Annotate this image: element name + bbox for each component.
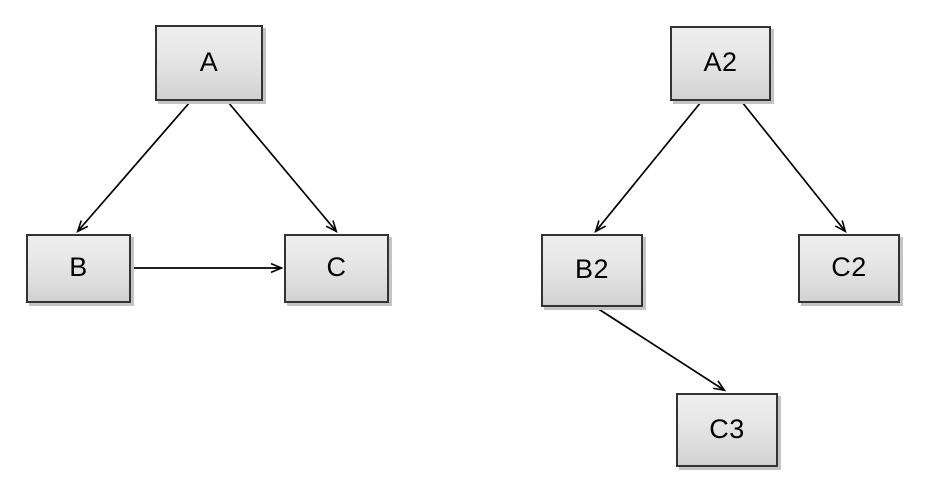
node-c-label: C (326, 252, 347, 282)
node-a2-label: A2 (703, 47, 738, 77)
edge-b2-to-c3 (596, 307, 724, 390)
node-b-label: B (69, 252, 88, 282)
node-c2[interactable]: C2 (798, 234, 900, 303)
node-b2-label: B2 (574, 254, 610, 284)
node-c3[interactable]: C3 (676, 393, 778, 467)
node-a-label: A (199, 46, 219, 77)
node-c2-label: C2 (831, 252, 867, 282)
edge-a2-to-b2 (596, 101, 702, 231)
edge-a2-to-c2 (741, 101, 845, 231)
edge-a-to-b (78, 101, 191, 231)
node-b2[interactable]: B2 (541, 234, 643, 307)
node-b[interactable]: B (26, 234, 131, 303)
node-c3-label: C3 (709, 413, 745, 444)
edge-a-to-c (227, 101, 336, 231)
node-a2[interactable]: A2 (670, 26, 771, 101)
node-c[interactable]: C (284, 234, 389, 303)
node-a[interactable]: A (155, 25, 263, 101)
